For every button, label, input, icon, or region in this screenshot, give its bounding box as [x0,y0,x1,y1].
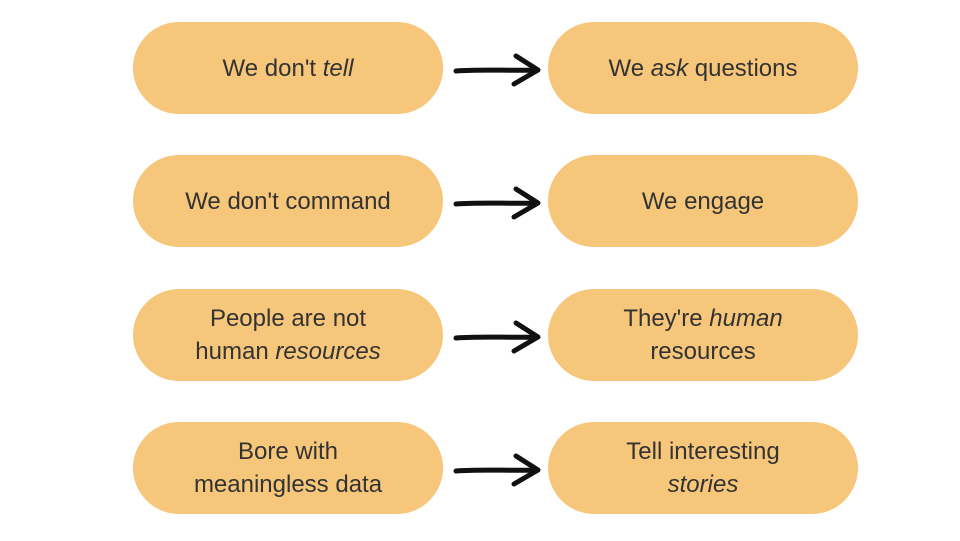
from-pill-4: Bore with meaningless data [133,422,443,514]
arrow-right-icon [453,186,541,220]
to-pill-1-text: We ask questions [609,52,798,85]
comparison-row-1: We don't tell We ask questions [0,22,960,114]
from-pill-1: We don't tell [133,22,443,114]
from-3-text-c: resources [275,338,381,365]
to-pill-3-text: They're human resources [623,302,782,368]
to-pill-3: They're human resources [548,289,858,381]
to-4-text-b: stories [667,471,739,498]
from-3-text-b: human [195,338,276,365]
to-3-text-c: resources [650,338,756,365]
to-3-text-b: human [709,305,783,332]
from-2-text-a: We don't command [185,187,391,215]
from-1-text-b: tell [322,54,354,82]
to-4-text-a: Tell interesting [626,438,780,465]
arrow-right-icon [453,320,541,354]
from-pill-2-text: We don't command [185,185,391,218]
comparison-row-3: People are not human resources They're h… [0,289,960,381]
from-pill-2: We don't command [133,155,443,247]
from-3-line-1: People are not [195,302,380,335]
to-pill-2-text: We engage [642,185,764,218]
from-pill-1-text: We don't tell [223,52,354,85]
to-3-line-1: They're human [623,302,782,335]
to-3-line-2: resources [623,335,782,368]
comparison-row-2: We don't command We engage [0,155,960,247]
from-4-text-a: Bore with [237,438,339,465]
to-pill-4: Tell interesting stories [548,422,858,514]
to-pill-2: We engage [548,155,858,247]
to-4-line-2: stories [626,468,779,501]
to-1-text-b: ask [650,54,689,82]
comparison-row-4: Bore with meaningless data Tell interest… [0,422,960,514]
to-pill-4-text: Tell interesting stories [626,435,779,501]
from-1-text-a: We don't [222,54,323,82]
to-3-text-a: They're [623,305,710,332]
from-pill-3: People are not human resources [133,289,443,381]
from-4-line-1: Bore with [194,435,382,468]
to-4-line-1: Tell interesting [626,435,779,468]
from-pill-4-text: Bore with meaningless data [194,435,382,501]
from-4-text-b: meaningless data [193,471,383,498]
from-3-line-2: human resources [195,335,380,368]
to-1-text-a: We [608,54,651,82]
arrow-right-icon [453,453,541,487]
to-1-text-c: questions [688,54,798,82]
from-3-text-a: People are not [209,305,367,332]
from-pill-3-text: People are not human resources [195,302,380,368]
to-2-text-a: We engage [641,187,765,215]
from-4-line-2: meaningless data [194,468,382,501]
arrow-right-icon [453,53,541,87]
to-pill-1: We ask questions [548,22,858,114]
